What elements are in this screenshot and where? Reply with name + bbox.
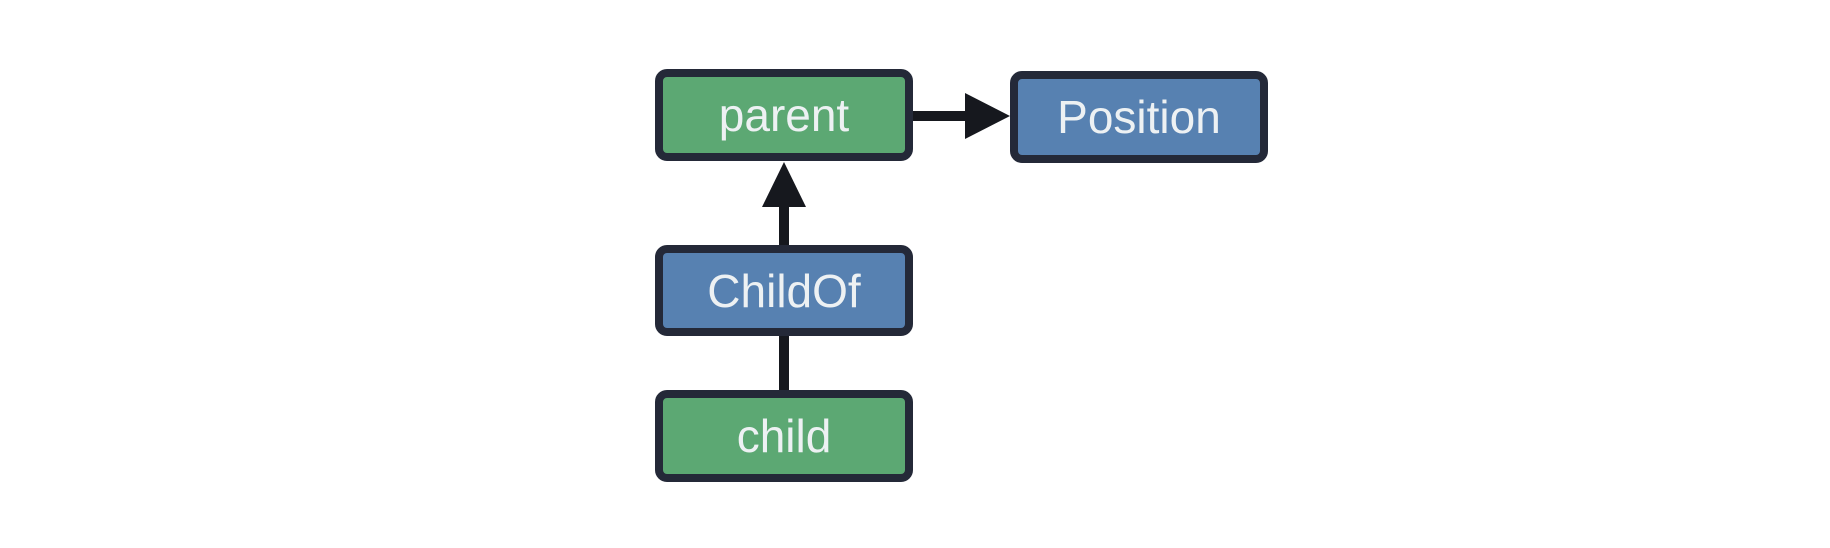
node-child: child — [655, 390, 913, 482]
node-child-label: child — [736, 410, 832, 462]
edge-shaft — [779, 205, 789, 246]
node-parent: parent — [655, 69, 913, 161]
edge-child-to-childof — [779, 336, 789, 391]
edge-line — [779, 336, 789, 391]
edge-shaft — [913, 111, 970, 121]
node-position: Position — [1010, 71, 1268, 163]
edge-childof-to-parent — [762, 162, 806, 246]
edge-parent-to-position — [913, 93, 1010, 139]
node-childof-label: ChildOf — [707, 264, 861, 317]
node-position-label: Position — [1057, 91, 1221, 143]
arrowhead-up-icon — [762, 162, 806, 207]
node-parent-label: parent — [718, 89, 850, 141]
arrowhead-right-icon — [965, 93, 1010, 139]
node-childof: ChildOf — [655, 245, 913, 336]
